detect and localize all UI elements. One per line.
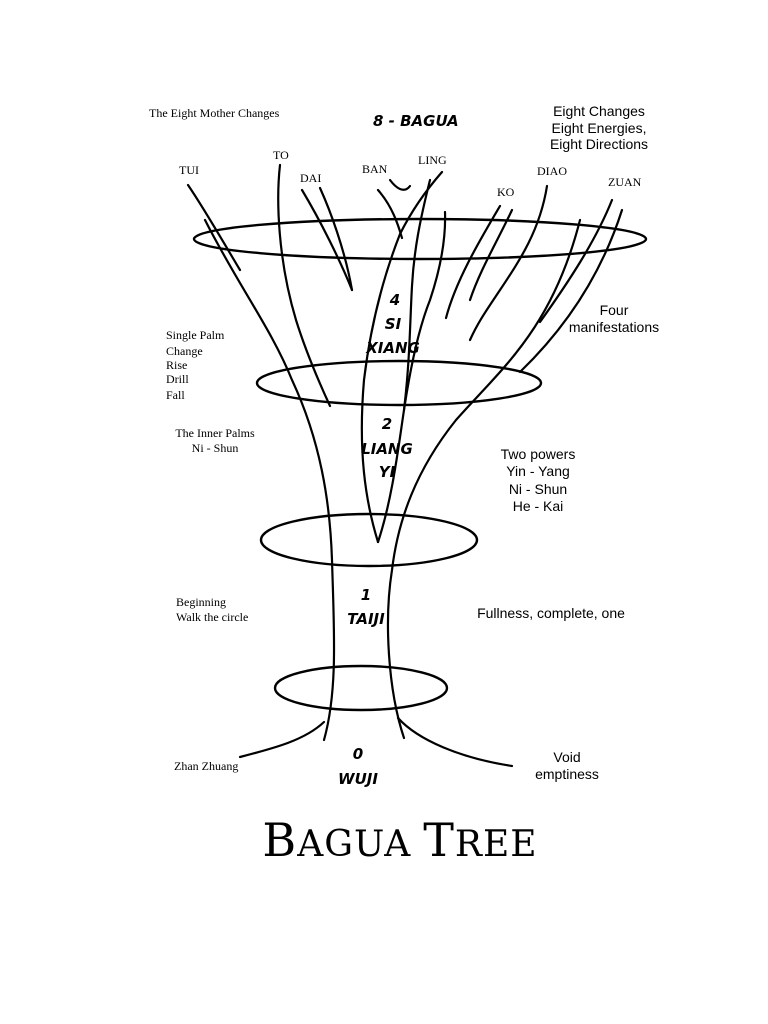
branch-dai-right <box>318 186 354 292</box>
single-palm-line-2: Change <box>166 344 203 358</box>
two-powers-line-3: Ni - Shun <box>509 481 567 497</box>
ring-si-xiang <box>255 359 543 407</box>
inner-palms-line-1: The Inner Palms <box>175 426 255 440</box>
branch-diao <box>468 184 549 342</box>
branch-label-diao: DIAO <box>537 164 567 178</box>
taiji-number: 1 <box>361 586 371 604</box>
bagua-heading: 8 - BAGUA <box>373 112 459 130</box>
branch-tui <box>186 183 242 272</box>
single-palm-line-3: Rise <box>166 358 187 372</box>
branch-zuan-outer <box>518 208 624 374</box>
title-second-cap: T <box>423 813 455 867</box>
root-left <box>238 720 326 759</box>
branch-ko-inner <box>468 208 514 302</box>
branch-zuan <box>538 198 614 324</box>
eight-changes-line-3: Eight Directions <box>550 136 648 152</box>
si-xiang-line-2: XIANG <box>365 339 420 357</box>
beginning-line-2: Walk the circle <box>176 610 248 624</box>
single-palm-line-5: Fall <box>166 388 185 402</box>
liang-yi-number: 2 <box>382 415 392 433</box>
branch-label-zuan: ZUAN <box>608 175 642 189</box>
branch-to <box>277 163 332 408</box>
void-line-2: emptiness <box>535 766 599 782</box>
trunk-right-edge <box>386 218 582 740</box>
single-palm-line-1: Single Palm <box>166 328 225 342</box>
fullness-label: Fullness, complete, one <box>477 605 625 621</box>
eight-changes-line-2: Eight Energies, <box>552 120 647 136</box>
title-second-rest: REE <box>455 824 538 865</box>
bagua-tree-title: BAGUA TREE <box>262 813 537 867</box>
liang-yi-line-1: LIANG <box>361 440 413 458</box>
branch-ban-curl <box>388 178 412 191</box>
trunk-left-edge <box>203 218 336 742</box>
ring-taiji <box>273 664 449 712</box>
void-line-1: Void <box>553 749 580 765</box>
title-first-cap: B <box>262 813 297 867</box>
si-xiang-line-1: SI <box>385 315 402 333</box>
inner-mid-branch <box>402 178 432 412</box>
branch-ban <box>376 188 404 240</box>
wuji-label: WUJI <box>338 770 378 788</box>
single-palm-line-4: Drill <box>166 372 189 386</box>
branch-label-ban: BAN <box>362 162 388 176</box>
root-right <box>396 716 514 768</box>
beginning-line-1: Beginning <box>176 595 226 609</box>
zhan-zhuang-label: Zhan Zhuang <box>174 759 238 773</box>
two-powers-line-1: Two powers <box>501 446 576 462</box>
ring-bagua <box>192 217 648 261</box>
branch-label-tui: TUI <box>179 163 199 177</box>
four-line-2: manifestations <box>569 319 659 335</box>
branch-label-ko: KO <box>497 185 515 199</box>
two-powers-line-4: He - Kai <box>513 498 564 514</box>
liang-yi-line-2: YI <box>379 463 396 481</box>
ring-liang-yi <box>259 512 479 568</box>
branch-ko <box>444 204 502 320</box>
branch-label-to: TO <box>273 148 289 162</box>
wuji-number: 0 <box>353 745 363 763</box>
branch-label-dai: DAI <box>300 171 321 185</box>
level-rings <box>192 217 648 712</box>
inner-left-branch <box>360 170 444 544</box>
two-powers-line-2: Yin - Yang <box>506 463 570 479</box>
inner-palms-line-2: Ni - Shun <box>192 441 239 455</box>
branch-dai-left <box>300 188 354 292</box>
eight-changes-line-1: Eight Changes <box>553 103 645 119</box>
si-xiang-number: 4 <box>389 291 400 309</box>
title-first-rest: AGUA <box>296 824 411 865</box>
four-line-1: Four <box>600 302 629 318</box>
eight-mother-changes-caption: The Eight Mother Changes <box>149 106 280 120</box>
branch-label-ling: LING <box>418 153 447 167</box>
taiji-label: TAIJI <box>347 610 385 628</box>
